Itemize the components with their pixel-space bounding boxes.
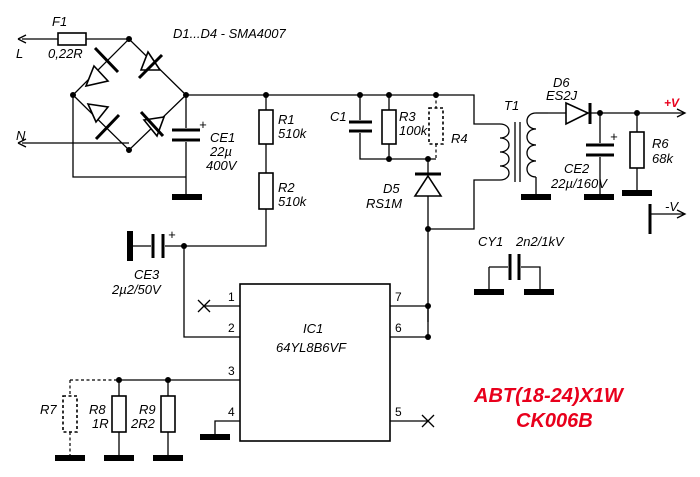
- label-r1-value: 510k: [278, 126, 308, 141]
- label-ce1: CE1: [210, 130, 235, 145]
- label-f1: F1: [52, 14, 67, 29]
- label-r8-value: 1R: [92, 416, 109, 431]
- label-ic1-value: 64YL8B6VF: [276, 340, 347, 355]
- label-r6-value: 68k: [652, 151, 674, 166]
- resistor-r6: [629, 131, 645, 169]
- label-r9: R9: [139, 402, 156, 417]
- bridge-rectifier: [70, 36, 189, 153]
- pin-5: 5: [395, 405, 402, 419]
- label-d6: D6: [553, 75, 570, 90]
- label-r2-value: 510k: [278, 194, 308, 209]
- pin-6: 6: [395, 321, 402, 335]
- labels: L N F1 0,22R D1...D4 - SMA4007 + CE1 22µ…: [16, 14, 680, 431]
- resistor-r3: [381, 109, 397, 145]
- fuse-f1: [57, 32, 87, 46]
- label-r8: R8: [89, 402, 106, 417]
- pin-2: 2: [228, 321, 235, 335]
- label-l: L: [16, 46, 23, 61]
- label-ce3: CE3: [134, 267, 160, 282]
- label-minus-v: -V: [665, 199, 679, 214]
- snubber-network: [349, 95, 500, 322]
- label-plus-ce1: +: [199, 117, 207, 132]
- label-r2: R2: [278, 180, 295, 195]
- label-ic1: IC1: [303, 321, 323, 336]
- resistor-r2: [258, 172, 274, 210]
- resistor-r9: [160, 395, 176, 433]
- label-n: N: [16, 128, 26, 143]
- label-ce1-value2: 400V: [206, 158, 238, 173]
- capacitor-ce1: [172, 95, 202, 200]
- label-r6: R6: [652, 136, 669, 151]
- label-cy1-value: 2n2/1kV: [515, 234, 565, 249]
- label-plus-ce2: +: [610, 129, 618, 144]
- pin-numbers: 1 2 3 4 5 6 7: [228, 290, 402, 419]
- resistor-chain-r1-r2: [184, 95, 274, 247]
- current-sense-resistors: [55, 377, 183, 461]
- label-r3: R3: [399, 109, 416, 124]
- label-ce3-value: 2µ2/50V: [111, 282, 162, 297]
- label-ce2: CE2: [564, 161, 590, 176]
- label-ce1-value1: 22µ: [209, 144, 232, 159]
- label-c1: C1: [330, 109, 347, 124]
- label-r3-value: 100k: [399, 123, 429, 138]
- title-line-2: CK006B: [516, 410, 593, 432]
- ic1-controller: [119, 283, 435, 442]
- capacitor-cy1: [474, 254, 554, 295]
- transformer-t1: [499, 112, 551, 200]
- model-title: ABT(18-24)X1W CK006B: [473, 385, 625, 432]
- label-f1-value: 0,22R: [48, 46, 83, 61]
- label-plus-ce3: +: [168, 227, 176, 242]
- label-r1: R1: [278, 112, 295, 127]
- output-section: [548, 101, 687, 234]
- pin-7: 7: [395, 290, 402, 304]
- resistor-r1: [258, 109, 274, 145]
- pin-4: 4: [228, 405, 235, 419]
- label-ce2-value: 22µ/160V: [550, 176, 608, 191]
- label-d6-value: ES2J: [546, 88, 578, 103]
- resistor-r4: [428, 107, 444, 145]
- pin-3: 3: [228, 364, 235, 378]
- title-line-1: ABT(18-24)X1W: [473, 385, 625, 407]
- label-r9-value: 2R2: [130, 416, 156, 431]
- label-d5-value: RS1M: [366, 196, 402, 211]
- capacitor-ce3: [127, 231, 240, 338]
- label-d5: D5: [383, 181, 400, 196]
- label-d1-d4: D1...D4 - SMA4007: [173, 26, 286, 41]
- resistor-r8: [111, 395, 127, 433]
- label-plus-v: +V: [664, 96, 680, 110]
- label-r7: R7: [40, 402, 57, 417]
- label-r4: R4: [451, 131, 468, 146]
- resistor-r7: [62, 395, 78, 433]
- input-section: [17, 32, 186, 178]
- pin-1: 1: [228, 290, 235, 304]
- label-t1: T1: [504, 98, 519, 113]
- label-cy1: CY1: [478, 234, 503, 249]
